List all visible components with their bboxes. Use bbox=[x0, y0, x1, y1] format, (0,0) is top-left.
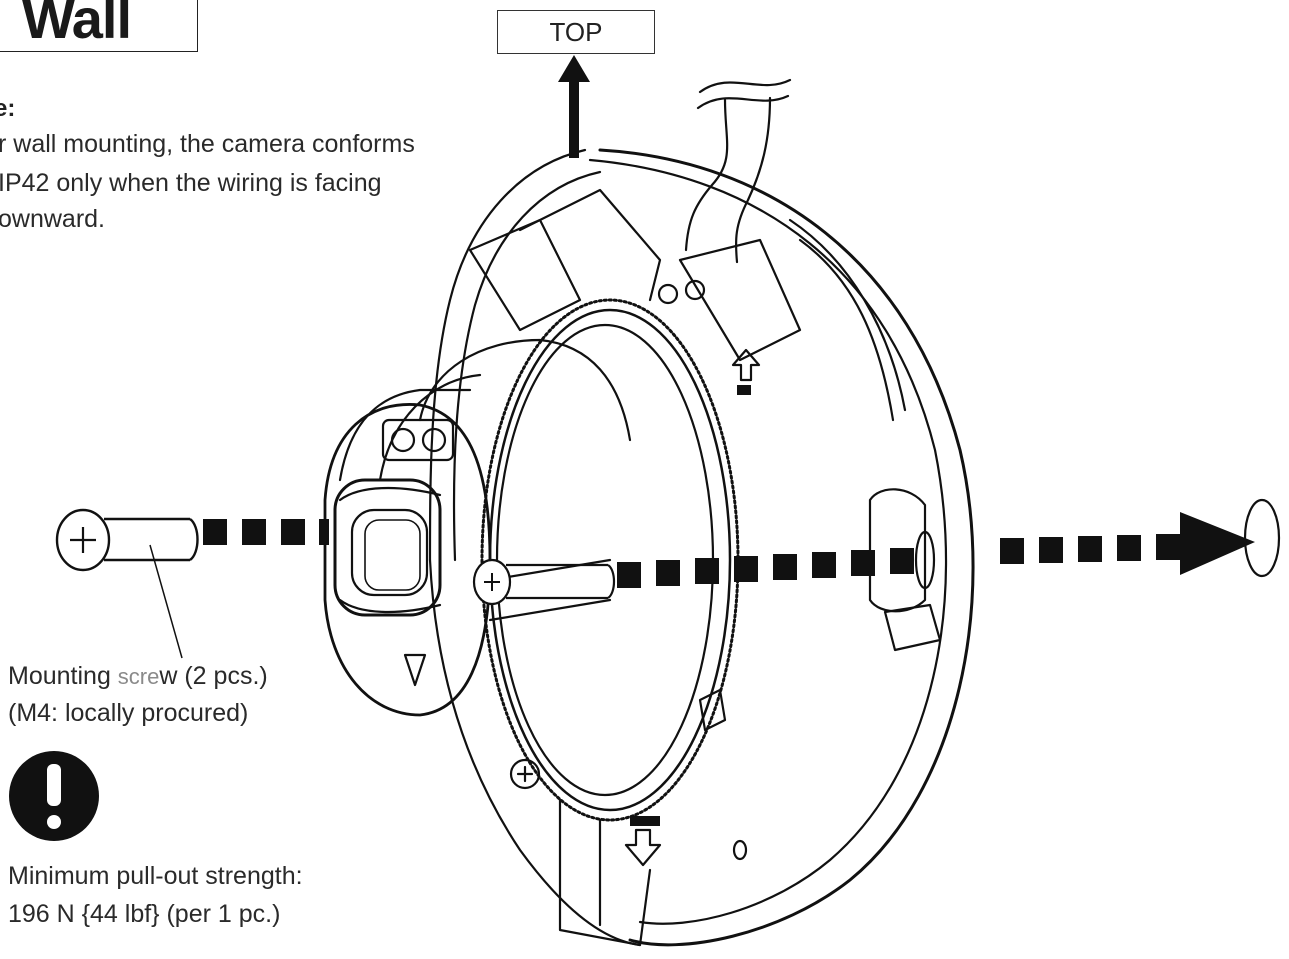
pull-out-label: Minimum pull-out strength: bbox=[8, 862, 303, 890]
note-line-3: ownward. bbox=[0, 205, 105, 233]
note-line-1: r wall mounting, the camera conforms bbox=[0, 130, 415, 158]
cable bbox=[684, 78, 792, 264]
device-top-arrow-icon bbox=[731, 348, 761, 395]
mounting-screw-label-mid: scre bbox=[117, 664, 160, 689]
top-label-box: TOP bbox=[497, 10, 655, 54]
base-bracket-outer bbox=[598, 148, 975, 947]
note-heading: e: bbox=[0, 95, 16, 122]
pull-out-value: 196 N {44 lbf} (per 1 pc.) bbox=[8, 900, 281, 928]
title-box bbox=[0, 0, 198, 52]
screw-icon bbox=[55, 508, 199, 659]
top-label: TOP bbox=[549, 16, 603, 47]
exclamation-icon bbox=[9, 751, 99, 841]
dashed-direction-arrow bbox=[203, 512, 1255, 588]
mounting-screw-label: Mounting screw (2 pcs.) bbox=[8, 658, 268, 695]
page-title: Wall bbox=[22, 0, 132, 50]
lens-block bbox=[323, 403, 492, 717]
wall-hole bbox=[1243, 498, 1281, 578]
note-line-2: IP42 only when the wiring is facing bbox=[0, 169, 382, 197]
mounting-screw-label-suffix: w (2 pcs.) bbox=[159, 662, 268, 690]
mounting-screw-spec: (M4: locally procured) bbox=[8, 699, 249, 727]
mounting-screw-label-prefix: Mounting bbox=[8, 662, 118, 690]
up-arrow-icon bbox=[558, 55, 590, 158]
inner-screw-icon bbox=[472, 558, 616, 606]
